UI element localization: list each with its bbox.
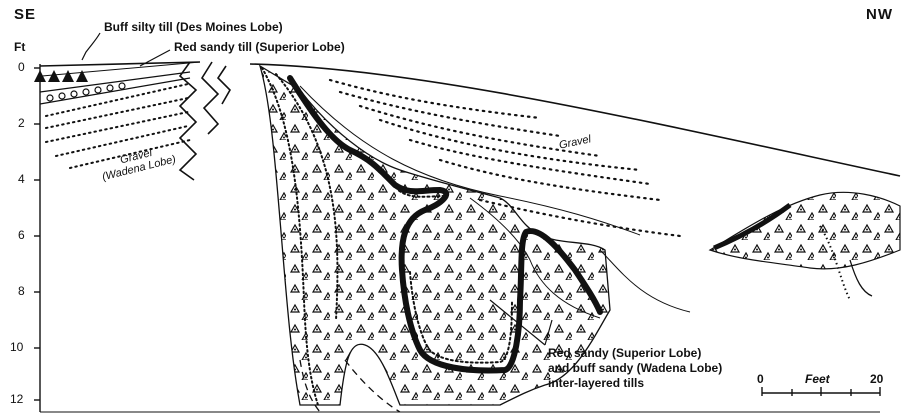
axis-tick-label: 2	[18, 116, 25, 130]
interlayered-tills-line3: inter-layered tills	[548, 376, 722, 391]
direction-label-nw: NW	[866, 6, 893, 23]
depth-axis	[34, 64, 40, 412]
axis-tick-label: 4	[18, 172, 25, 186]
axis-tick-label: 8	[18, 284, 25, 298]
right-fold-structures	[710, 192, 900, 300]
red-sandy-till-label: Red sandy till (Superior Lobe)	[174, 40, 345, 54]
axis-tick-label: 12	[10, 392, 23, 406]
axis-tick-label: 6	[18, 228, 25, 242]
axis-unit-label: Ft	[14, 40, 25, 54]
interlayered-tills-line1: Red sandy (Superior Lobe)	[548, 346, 722, 361]
scale-end-label: 20	[870, 372, 883, 386]
red-sandy-till-layer-left	[40, 72, 190, 104]
axis-tick-label: 0	[18, 60, 25, 74]
axis-tick-label: 10	[10, 340, 23, 354]
interlayered-tills-line2: and buff sandy (Wadena Lobe)	[548, 361, 722, 376]
interlayered-tills-label: Red sandy (Superior Lobe) and buff sandy…	[548, 346, 722, 391]
direction-label-se: SE	[14, 6, 36, 23]
scale-bar	[762, 387, 880, 396]
section-break	[180, 62, 230, 180]
scale-unit-label: Feet	[805, 372, 830, 386]
scale-start-label: 0	[757, 372, 764, 386]
buff-silty-till-label: Buff silty till (Des Moines Lobe)	[104, 20, 283, 34]
